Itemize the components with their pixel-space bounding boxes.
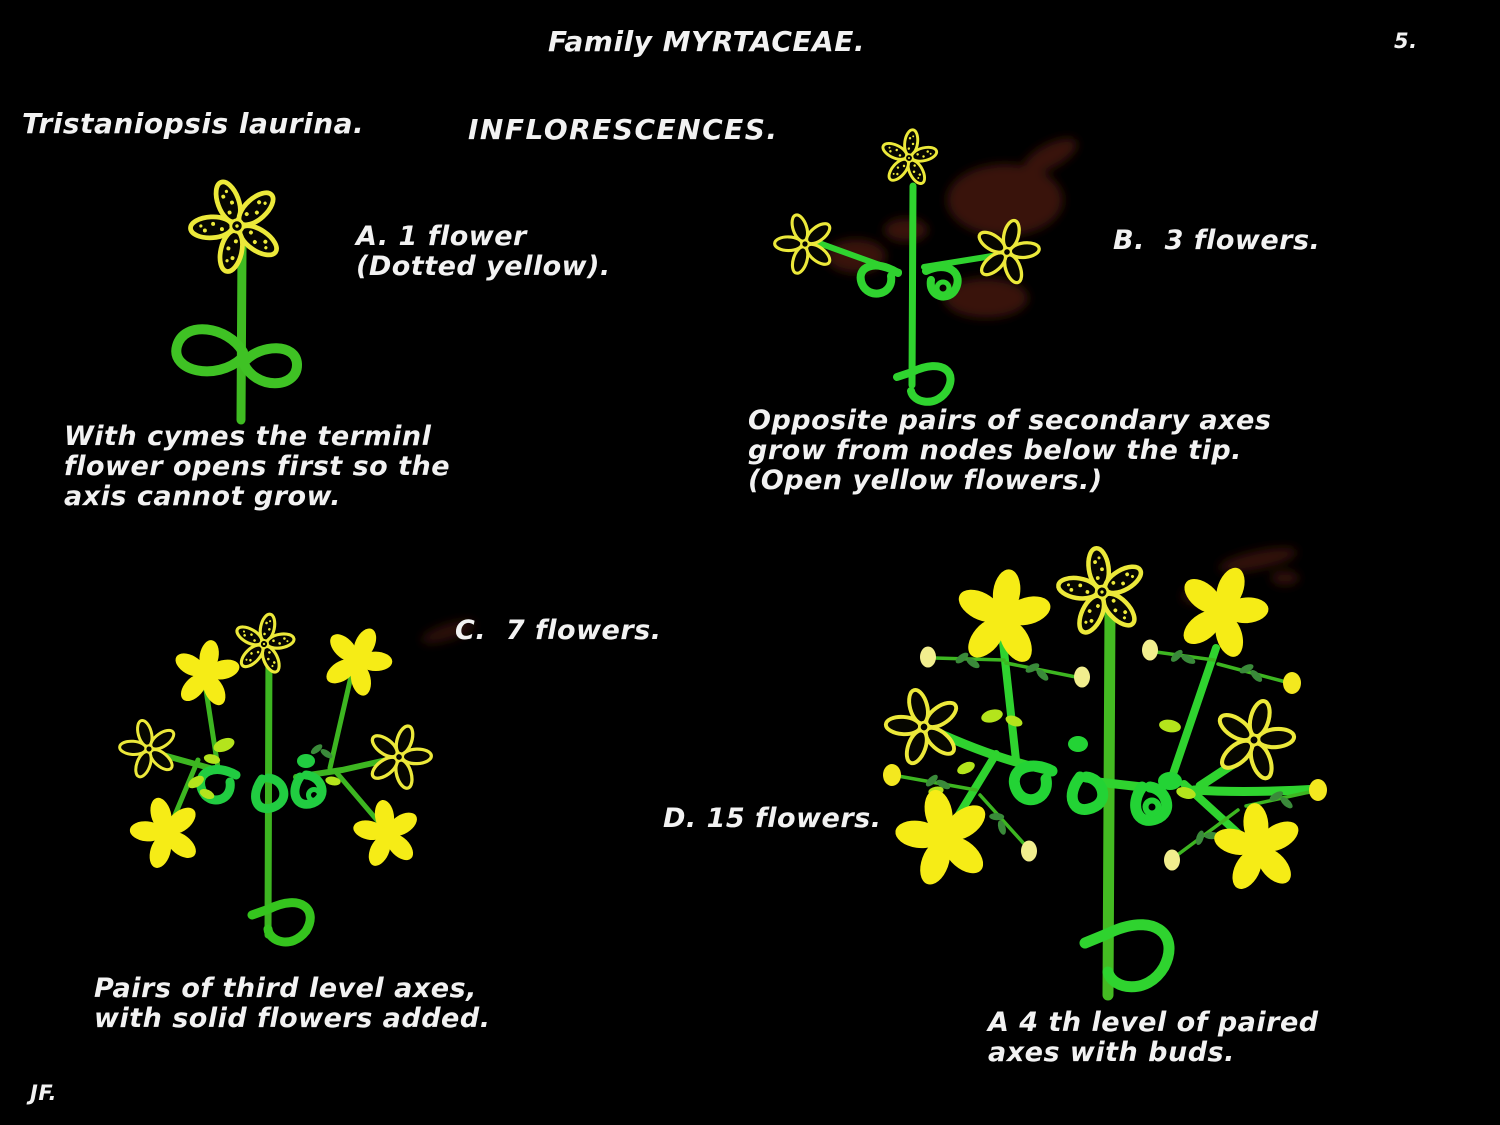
bud-icon (1021, 840, 1037, 862)
background-smudge (826, 138, 1078, 318)
bud-icon (1164, 849, 1180, 871)
bud-icon (1283, 672, 1301, 694)
node-curl-leaves (856, 261, 962, 301)
stem (908, 182, 917, 389)
section-heading: INFLORESCENCES. (468, 113, 779, 146)
node-curl-leaves (934, 279, 952, 297)
note-d: A 4 th level of paired axes with buds. (988, 1007, 1319, 1069)
node-curl-leaves (306, 787, 322, 803)
note-c: Pairs of third level axes, with solid fl… (94, 973, 491, 1035)
leaf-icon (297, 754, 315, 768)
solid-flower-icon (309, 614, 405, 708)
open-flower-icon (766, 206, 843, 282)
species-name: Tristaniopsis laurina. (22, 107, 365, 140)
note-b: Opposite pairs of secondary axes grow fr… (748, 405, 1272, 497)
label-d: D. 15 flowers. (663, 803, 882, 834)
stem-loop-icon (893, 362, 955, 406)
note-a: With cymes the terminl flower opens firs… (64, 421, 451, 513)
page-number: 5. (1394, 29, 1418, 53)
diagram-d (877, 542, 1327, 1001)
dotted-flower-icon (176, 166, 296, 284)
solid-flower-icon (120, 788, 211, 877)
stem-loop-icon (1079, 919, 1175, 993)
diagram-c (112, 608, 475, 947)
label-c: C. 7 flowers. (455, 615, 662, 646)
solid-flower-icon (1208, 799, 1308, 897)
page-title: Family MYRTACEAE. (548, 25, 865, 58)
leaf-icon (979, 707, 1005, 725)
secondary-axes (149, 749, 399, 780)
open-flower-icon (877, 680, 971, 772)
leaf-pair-icon (171, 324, 302, 389)
background-smudge (421, 620, 475, 644)
diagram-a (171, 166, 302, 425)
third-level-axes (169, 669, 385, 829)
solid-flower-icon (347, 795, 426, 873)
leaf-icon (1158, 717, 1182, 735)
diagram-b (766, 126, 1078, 406)
bud-icon (920, 646, 936, 668)
stem (264, 642, 273, 939)
node-curl-leaves (1068, 736, 1088, 752)
leaf-icon (982, 805, 1017, 839)
bud-icon (1074, 666, 1090, 688)
bud-icon (1309, 779, 1327, 801)
label-b: B. 3 flowers. (1113, 225, 1321, 256)
node-curl-leaves (1158, 772, 1182, 790)
stem-loop-icon (247, 898, 315, 947)
label-a: A. 1 flower (Dotted yellow). (356, 221, 611, 283)
node-curl-leaves (196, 765, 327, 814)
bud-icon (883, 764, 901, 786)
dotted-flower-icon (876, 126, 941, 189)
open-flower-icon (112, 713, 185, 784)
signature: JF. (30, 1081, 58, 1105)
leaf-icon (1236, 659, 1267, 685)
solid-flower-icon (884, 780, 1003, 897)
secondary-axes (927, 725, 1323, 797)
bud-icon (1142, 639, 1158, 661)
stem (236, 243, 247, 425)
open-flower-icon (358, 716, 440, 796)
dotted-flower-icon (1051, 542, 1152, 640)
node-curl-leaves (1142, 797, 1162, 817)
leaf-icon (955, 759, 977, 777)
node-curl-leaves (1008, 760, 1173, 826)
